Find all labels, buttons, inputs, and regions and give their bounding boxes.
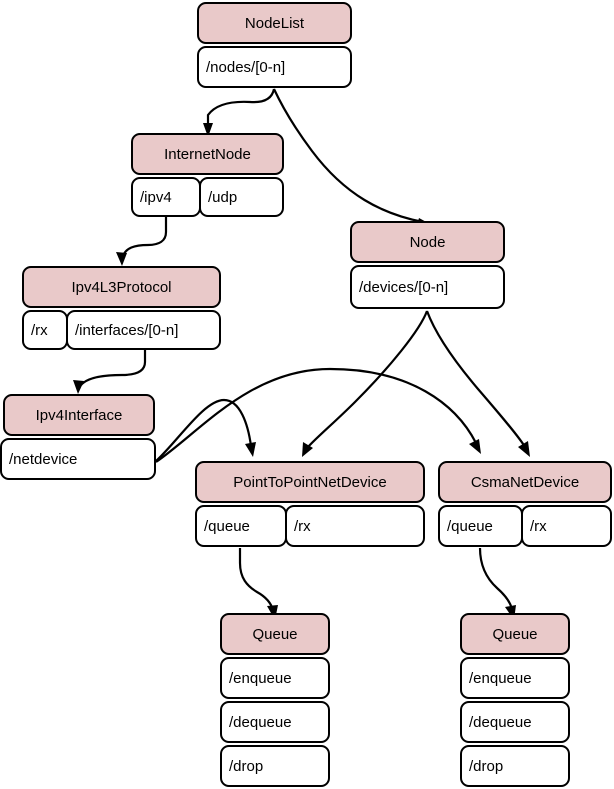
node-ipv4interface-field-netdevice[interactable]: /netdevice [0, 438, 156, 480]
node-ipv4interface-header[interactable]: Ipv4Interface [3, 394, 155, 436]
node-queue-right-field-dequeue[interactable]: /dequeue [460, 701, 570, 743]
edge-node-to-p2pnetdevice [302, 310, 429, 457]
node-ipv4l3protocol-header[interactable]: Ipv4L3Protocol [22, 266, 221, 308]
node-p2pnetdevice-field-queue[interactable]: /queue [195, 505, 287, 547]
edge-node-to-csmanetdevice [425, 310, 530, 457]
edge-nodelist-to-internetnode [203, 88, 276, 137]
node-queue-left-field-drop[interactable]: /drop [220, 745, 330, 787]
node-queue-left-field-enqueue[interactable]: /enqueue [220, 657, 330, 699]
node-node-header[interactable]: Node [350, 221, 505, 263]
edge-nodelist-to-node [273, 88, 430, 228]
node-nodelist-header[interactable]: NodeList [197, 2, 352, 44]
node-p2pnetdevice-header[interactable]: PointToPointNetDevice [195, 461, 425, 503]
edge-internetnode-to-ipv4l3protocol [116, 216, 168, 266]
node-queue-left-header[interactable]: Queue [220, 613, 330, 655]
node-ipv4l3protocol-field-interfaces[interactable]: /interfaces/[0-n] [66, 310, 221, 350]
node-csmanetdevice-header[interactable]: CsmaNetDevice [438, 461, 612, 503]
node-internetnode-field-udp[interactable]: /udp [199, 177, 284, 217]
edge-p2pnetdevice-to-queue-left [238, 548, 278, 620]
node-internetnode-field-ipv4[interactable]: /ipv4 [131, 177, 201, 217]
node-queue-right-field-enqueue[interactable]: /enqueue [460, 657, 570, 699]
node-internetnode-header[interactable]: InternetNode [131, 133, 284, 175]
edge-ipv4l3protocol-to-ipv4interface [73, 349, 147, 394]
edge-ipv4interface-to-csmanetdevice [155, 367, 481, 463]
node-queue-right-header[interactable]: Queue [460, 613, 570, 655]
node-queue-right-field-drop[interactable]: /drop [460, 745, 570, 787]
node-p2pnetdevice-field-rx[interactable]: /rx [285, 505, 425, 547]
node-csmanetdevice-field-rx[interactable]: /rx [521, 505, 612, 547]
node-nodelist-field-nodes[interactable]: /nodes/[0-n] [197, 46, 352, 88]
edge-ipv4interface-to-p2pnetdevice [155, 398, 256, 462]
node-ipv4l3protocol-field-rx[interactable]: /rx [22, 310, 68, 350]
node-queue-left-field-dequeue[interactable]: /dequeue [220, 701, 330, 743]
node-csmanetdevice-field-queue[interactable]: /queue [438, 505, 523, 547]
edge-csmanetdevice-to-queue-right [478, 547, 516, 620]
node-node-field-devices[interactable]: /devices/[0-n] [350, 265, 505, 309]
